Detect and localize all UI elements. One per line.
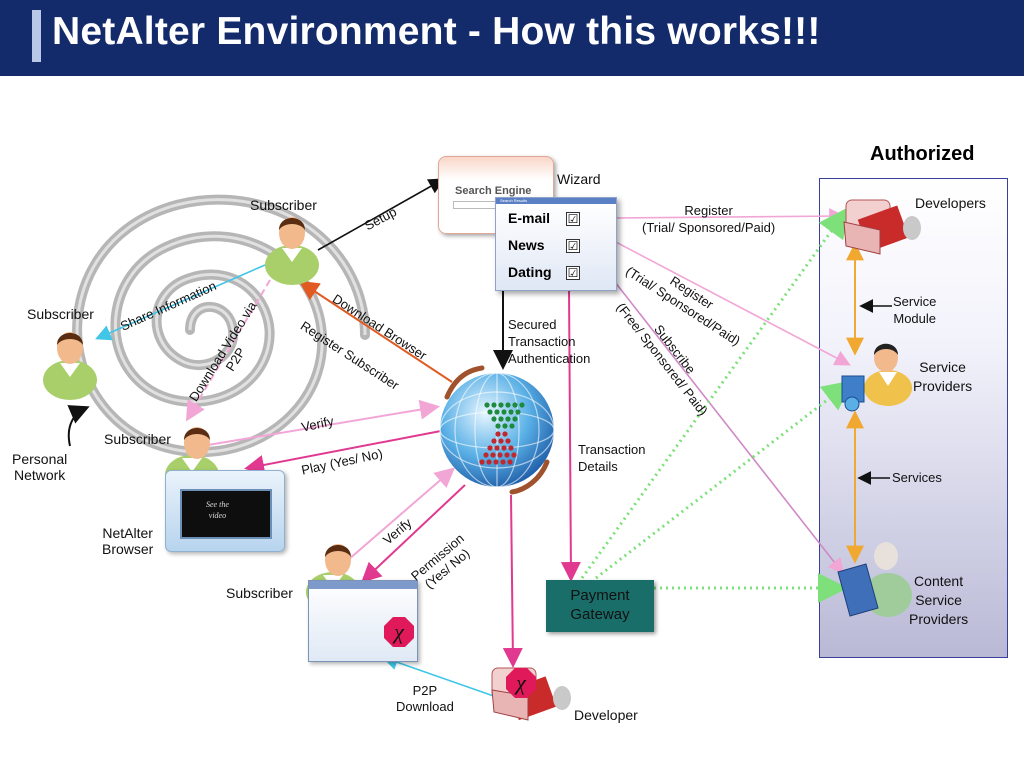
service-provider-person-icon	[864, 343, 912, 406]
register-label-1: Register (Trial/ Sponsored/Paid)	[642, 203, 776, 235]
transaction-details-label: Transaction Details	[578, 442, 646, 474]
subscriber-window-titlebar	[309, 581, 417, 589]
search-engine-label: Search Engine	[455, 185, 532, 197]
wizard-titlebar: Search Results	[496, 198, 616, 204]
news-checkbox-icon: ☑	[566, 239, 580, 253]
wizard-item-news: News	[508, 237, 545, 253]
service-providers-label: Service Providers	[913, 359, 973, 394]
wizard-item-dating: Dating	[508, 264, 552, 280]
netalter-browser-label: NetAlter Browser	[102, 525, 154, 557]
wizard-label: Wizard	[557, 171, 601, 187]
service-module-label: Service Module	[893, 294, 937, 326]
authorized-heading: Authorized	[870, 143, 975, 165]
payment-gateway-label: Payment Gateway	[570, 587, 630, 623]
services-label: Services	[892, 470, 942, 485]
content-service-providers-label: Content Service Providers	[909, 573, 969, 627]
secured-transaction-label: Secured Transaction Authentication	[508, 317, 591, 366]
subscriber-top-label: Subscriber	[250, 197, 317, 213]
title-bar: NetAlter Environment - How this works!!!	[0, 0, 1024, 76]
personal-network-label: Personal Network	[12, 451, 68, 483]
subscriber-mid-label: Subscriber	[104, 431, 171, 447]
developer-label: Developer	[574, 707, 638, 723]
subscriber-top-icon	[265, 217, 319, 285]
subscriber-left-label: Subscriber	[27, 306, 94, 322]
see-the-video-text: See the video	[206, 500, 229, 520]
slide-title: NetAlter Environment - How this works!!!	[52, 10, 821, 53]
developers-label: Developers	[915, 195, 986, 211]
wizard-item-email: E-mail	[508, 210, 551, 226]
wizard-card: Search Results E-mail ☑ News ☑ Dating ☑	[495, 197, 617, 291]
video-screen: See the video	[180, 489, 272, 539]
content-provider-book-icon	[837, 563, 879, 617]
dating-checkbox-icon: ☑	[566, 266, 580, 280]
subscriber-bottom-label: Subscriber	[226, 585, 293, 601]
developers-printer-icon	[843, 199, 921, 255]
payment-gateway: Payment Gateway	[546, 580, 654, 632]
title-accent	[32, 10, 41, 62]
netalter-browser-window: See the video	[165, 470, 285, 552]
search-results-label: Search Results	[500, 198, 528, 203]
email-checkbox-icon: ☑	[566, 212, 580, 226]
wizard-body: E-mail ☑ News ☑ Dating ☑	[496, 204, 616, 290]
developer-stop-sign-icon: χ	[506, 668, 536, 698]
p2p-download-label: P2P Download	[396, 683, 454, 714]
service-provider-computer-icon	[841, 375, 865, 412]
stop-sign-icon: χ	[384, 617, 414, 647]
subscriber-left-icon	[43, 332, 97, 400]
netalter-globe-icon	[439, 365, 555, 495]
